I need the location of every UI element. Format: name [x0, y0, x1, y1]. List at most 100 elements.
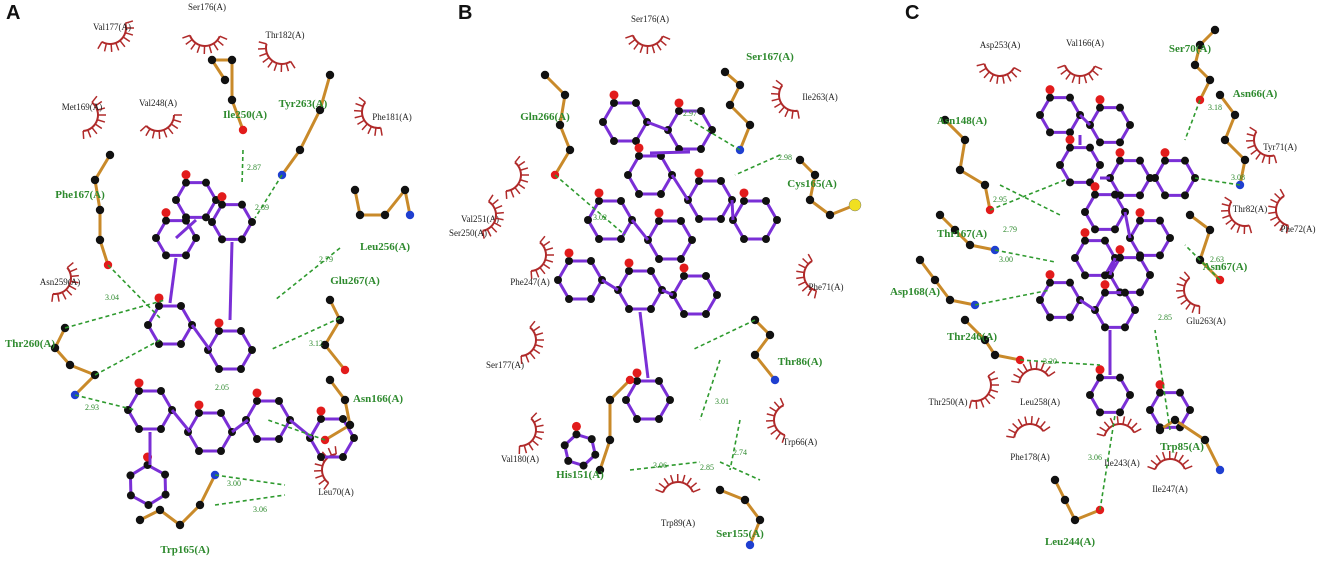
hydrogen-bond — [1154, 329, 1171, 431]
hydrophobic-contact-spoke — [318, 478, 326, 485]
ligand-linker-bond — [670, 174, 690, 201]
hydrophobic-contact-spoke — [315, 474, 324, 479]
ligand-ring-atom — [697, 106, 705, 115]
ligand-ring-atom — [135, 425, 143, 434]
ligand-ring-atom — [1121, 323, 1129, 332]
hydrophobic-contact-spoke — [495, 217, 504, 221]
hbond-residue-atom — [1185, 210, 1195, 220]
hbond-distance-label: 3.04 — [105, 293, 119, 302]
hydrophobic-contact-spoke — [1013, 373, 1021, 379]
hydrophobic-contact-spoke — [1180, 298, 1188, 305]
hbond-residue-label: Asn148(A) — [937, 115, 987, 127]
hydrophobic-contact-spoke — [1184, 465, 1193, 470]
ligand-oxygen-atom — [1135, 208, 1145, 218]
hydrophobic-contact-spoke — [1130, 422, 1138, 430]
hydrophobic-contact-arc — [505, 161, 522, 192]
hydrophobic-contact-spoke — [493, 222, 502, 228]
hydrophobic-contact-spoke — [1044, 365, 1051, 374]
hbond-residue-label: Gln266(A) — [520, 111, 570, 123]
ligand-oxygen-atom — [1115, 148, 1125, 158]
hbond-distance-label: 2.98 — [778, 153, 792, 162]
hbond-residue-atom — [1205, 225, 1215, 235]
ligand-ring-atom — [1146, 406, 1154, 414]
hydrophobic-contact-spoke — [262, 56, 270, 63]
hbond-residue-bond — [98, 238, 110, 267]
hydrogen-bond — [94, 339, 161, 376]
hydrophobic-contact-spoke — [1225, 218, 1233, 225]
hbond-residue-label: Ser70(A) — [1169, 43, 1211, 55]
ligand-ring-atom — [632, 98, 640, 107]
ligand-ring-atom — [162, 216, 170, 225]
hydrogen-bond — [699, 359, 721, 421]
hbond-residue-atom — [345, 420, 355, 430]
hydrophobic-contact-spoke — [1126, 418, 1132, 427]
ligand-ring-atom — [1161, 191, 1169, 200]
hbond-residue-bond — [983, 183, 992, 212]
ligand-oxygen-atom — [1045, 270, 1055, 280]
hydrophobic-contact-spoke — [358, 96, 366, 103]
ligand-ring-atom — [202, 178, 210, 187]
ligand-ring-atom — [655, 255, 663, 264]
ligand-ring-atom — [688, 236, 696, 244]
hydrophobic-contact-spoke — [1030, 416, 1033, 425]
ligand-ring-atom — [666, 396, 674, 404]
hbond-distance-label: 3.18 — [1208, 103, 1222, 112]
hydrophobic-contact-spoke — [534, 435, 543, 441]
ligand-oxygen-atom — [1045, 85, 1055, 95]
hbond-residue-bond — [553, 148, 572, 177]
ligand-ring-atom — [1091, 190, 1099, 199]
hbond-residue-atom — [1170, 415, 1180, 425]
ligand-ring-atom — [1166, 234, 1174, 242]
hydrophobic-residue-label: Ser176(A) — [188, 2, 226, 12]
hydrophobic-contact-spoke — [1269, 216, 1278, 221]
hydrophobic-contact-arc — [1183, 277, 1200, 307]
hydrophobic-contact-spoke — [1047, 371, 1056, 377]
hydrophobic-contact-spoke — [1178, 454, 1184, 463]
ligand-ring-atom — [702, 271, 710, 280]
ligand-ring-atom — [657, 190, 665, 199]
hbond-distance-label: 3.12 — [309, 339, 323, 348]
hbond-residue-atom — [605, 435, 615, 445]
hydrophobic-contact-spoke — [1249, 126, 1257, 133]
ligand-ring-atom — [317, 414, 325, 423]
ligand-ring-atom — [584, 216, 592, 224]
ligand-oxygen-atom — [739, 188, 749, 198]
ligand-ring-atom — [740, 235, 748, 244]
hydrophobic-contact-spoke — [70, 280, 79, 284]
hydrophobic-contact-spoke — [323, 482, 330, 490]
hydrophobic-contact-spoke — [259, 52, 268, 57]
hbond-residue-bond — [1173, 418, 1207, 442]
hydrophobic-contact-spoke — [990, 389, 999, 393]
hydrogen-bond — [734, 154, 781, 176]
hydrophobic-contact-spoke — [91, 127, 98, 135]
ligand-ring-atom — [1086, 391, 1094, 399]
hydrophobic-contact-spoke — [510, 189, 515, 198]
hydrophobic-contact-spoke — [182, 34, 191, 39]
hbond-residue-label: Ile250(A) — [223, 109, 267, 121]
hydrophobic-contact-spoke — [984, 397, 991, 405]
hbond-residue-label: Thr167(A) — [937, 228, 987, 240]
ligand-ring-atom — [1181, 156, 1189, 165]
hydrophobic-contact-spoke — [379, 127, 383, 136]
hydrophobic-contact-arc — [1275, 195, 1289, 227]
hbond-residue-bond — [93, 153, 112, 182]
ligand-oxygen-atom — [674, 98, 684, 108]
hydrophobic-contact-spoke — [361, 123, 368, 131]
ligand-ring-atom — [1066, 93, 1074, 102]
ligand-ring-atom — [1046, 278, 1054, 287]
ligand-ring-atom — [1136, 288, 1144, 297]
hydrophobic-contact-spoke — [1185, 302, 1192, 310]
ligand-ring-atom — [1096, 408, 1104, 417]
ligand-ring-atom — [695, 176, 703, 185]
hydrogen-bond — [1194, 177, 1241, 186]
hydrophobic-contact-spoke — [481, 230, 485, 239]
hbond-residue-atom — [1205, 75, 1215, 85]
hbond-residue-atom — [745, 540, 755, 550]
hydrophobic-contact-spoke — [539, 235, 546, 243]
hydrogen-bond — [107, 264, 161, 319]
hydrophobic-residue-label: Val180(A) — [501, 454, 539, 464]
ligand-ring-atom — [1136, 216, 1144, 225]
ligand-ring-atom — [195, 447, 203, 456]
hydrophobic-contact-spoke — [1273, 155, 1278, 164]
hbond-residue-atom — [50, 343, 60, 353]
